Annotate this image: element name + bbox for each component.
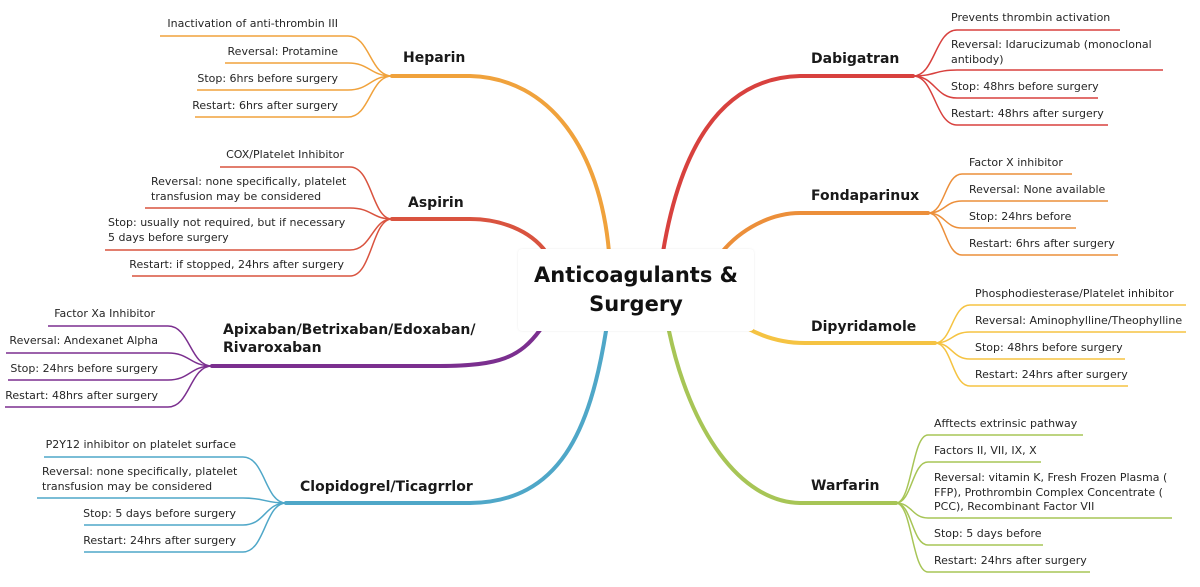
leaf-clopidogrel-reversal[interactable]: Reversal: none specifically, platelet tr… (42, 465, 238, 493)
leaf-dabigatran-mechanism[interactable]: Prevents thrombin activation (951, 11, 1111, 24)
leaf-dabigatran-stop[interactable]: Stop: 48hrs before surgery (951, 80, 1099, 93)
branch-line-clopidogrel (284, 329, 608, 505)
central-topic[interactable]: Anticoagulants & Surgery (518, 249, 754, 331)
leaf-line-apixaban-4 (5, 365, 213, 408)
branch-line-aspirin (390, 217, 548, 254)
leaf-aspirin-reversal[interactable]: Reversal: none specifically, platelet tr… (151, 175, 347, 203)
leaf-line-dipyridamole-2 (934, 331, 1186, 344)
leaf-line-apixaban-2 (6, 352, 213, 367)
leaf-aspirin-stop[interactable]: Stop: usually not required, but if neces… (108, 216, 346, 244)
leaf-apixaban-reversal[interactable]: Reversal: Andexanet Alpha (9, 334, 158, 347)
branch-line-warfarin (667, 329, 898, 505)
leaf-apixaban-restart[interactable]: Restart: 48hrs after surgery (5, 389, 158, 402)
leaf-line-dipyridamole-1 (934, 304, 1186, 344)
leaf-line-clopidogrel-1 (44, 456, 287, 504)
leaf-line-aspirin-4 (132, 218, 393, 277)
topic-warfarin[interactable]: Warfarin (811, 478, 880, 494)
leaf-warfarin-stop[interactable]: Stop: 5 days before (934, 527, 1042, 540)
leaf-line-heparin-4 (195, 75, 393, 118)
leaf-warfarin-restart[interactable]: Restart: 24hrs after surgery (934, 554, 1087, 567)
leaf-heparin-stop[interactable]: Stop: 6hrs before surgery (197, 72, 338, 85)
leaf-warfarin-reversal[interactable]: Reversal: vitamin K, Fresh Frozen Plasma… (934, 471, 1168, 513)
leaf-line-dabigatran-2 (912, 69, 1163, 77)
leaf-line-aspirin-3 (105, 218, 393, 251)
topic-apixaban[interactable]: Apixaban/Betrixaban/Edoxaban/ Rivaroxaba… (223, 322, 476, 356)
topic-heparin[interactable]: Heparin (403, 50, 466, 66)
leaf-line-dabigatran-4 (912, 75, 1108, 126)
leaf-line-warfarin-1 (895, 434, 1083, 504)
topic-clopidogrel[interactable]: Clopidogrel/Ticagrrlor (300, 479, 473, 495)
topic-dabigatran[interactable]: Dabigatran (811, 51, 900, 67)
leaf-dabigatran-reversal[interactable]: Reversal: Idarucizumab (monoclonal antib… (951, 38, 1152, 66)
leaf-apixaban-stop[interactable]: Stop: 24hrs before surgery (10, 362, 158, 375)
topic-fondaparinux[interactable]: Fondaparinux (811, 188, 920, 204)
leaf-heparin-mechanism[interactable]: Inactivation of anti-thrombin III (167, 17, 338, 30)
leaf-line-fondaparinux-1 (927, 173, 1072, 214)
leaf-dipyridamole-stop[interactable]: Stop: 48hrs before surgery (975, 341, 1123, 354)
leaf-aspirin-mechanism[interactable]: COX/Platelet Inhibitor (226, 148, 344, 161)
leaf-clopidogrel-mechanism[interactable]: P2Y12 inhibitor on platelet surface (45, 438, 236, 451)
leaf-line-heparin-2 (225, 62, 393, 77)
topic-dipyridamole[interactable]: Dipyridamole (811, 319, 917, 335)
leaf-clopidogrel-stop[interactable]: Stop: 5 days before surgery (83, 507, 236, 520)
branch-line-fondaparinux (720, 211, 930, 254)
leaf-heparin-reversal[interactable]: Reversal: Protamine (227, 45, 338, 58)
leaf-line-apixaban-1 (48, 325, 213, 367)
leaf-heparin-restart[interactable]: Restart: 6hrs after surgery (192, 99, 338, 112)
leaf-warfarin-factors[interactable]: Factors II, VII, IX, X (934, 444, 1037, 457)
topic-aspirin[interactable]: Aspirin (408, 195, 464, 211)
branch-line-apixaban (210, 328, 542, 368)
leaf-dipyridamole-restart[interactable]: Restart: 24hrs after surgery (975, 368, 1128, 381)
leaf-fondaparinux-restart[interactable]: Restart: 6hrs after surgery (969, 237, 1115, 250)
leaf-line-fondaparinux-2 (927, 200, 1108, 214)
leaf-line-warfarin-5 (895, 502, 1090, 573)
leaf-warfarin-mechanism[interactable]: Afftects extrinsic pathway (934, 417, 1078, 430)
leaf-line-warfarin-2 (895, 461, 1041, 504)
leaf-line-clopidogrel-3 (84, 502, 287, 526)
leaf-line-aspirin-2 (145, 207, 393, 220)
leaf-line-aspirin-1 (220, 166, 393, 220)
leaf-clopidogrel-restart[interactable]: Restart: 24hrs after surgery (83, 534, 236, 547)
leaf-line-dabigatran-3 (912, 75, 1098, 99)
leaf-fondaparinux-mechanism[interactable]: Factor X inhibitor (969, 156, 1063, 169)
branch-line-dipyridamole (745, 326, 937, 345)
leaf-line-dabigatran-1 (912, 29, 1120, 77)
leaf-line-heparin-1 (160, 35, 393, 77)
leaf-fondaparinux-reversal[interactable]: Reversal: None available (969, 183, 1106, 196)
leaf-line-fondaparinux-4 (927, 212, 1118, 256)
leaf-aspirin-restart[interactable]: Restart: if stopped, 24hrs after surgery (129, 258, 344, 271)
branch-line-heparin (390, 74, 611, 254)
leaf-dipyridamole-reversal[interactable]: Reversal: Aminophylline/Theophylline (975, 314, 1183, 327)
central-topic-title: Anticoagulants & Surgery (534, 263, 738, 316)
leaf-line-clopidogrel-4 (84, 502, 287, 553)
leaf-line-clopidogrel-2 (37, 497, 287, 504)
branch-line-dabigatran (661, 74, 915, 254)
leaf-dabigatran-restart[interactable]: Restart: 48hrs after surgery (951, 107, 1104, 120)
leaf-line-dipyridamole-4 (934, 342, 1128, 387)
leaf-fondaparinux-stop[interactable]: Stop: 24hrs before (969, 210, 1072, 223)
leaf-apixaban-mechanism[interactable]: Factor Xa Inhibitor (54, 307, 155, 320)
leaf-dipyridamole-mechanism[interactable]: Phosphodiesterase/Platelet inhibitor (975, 287, 1174, 300)
